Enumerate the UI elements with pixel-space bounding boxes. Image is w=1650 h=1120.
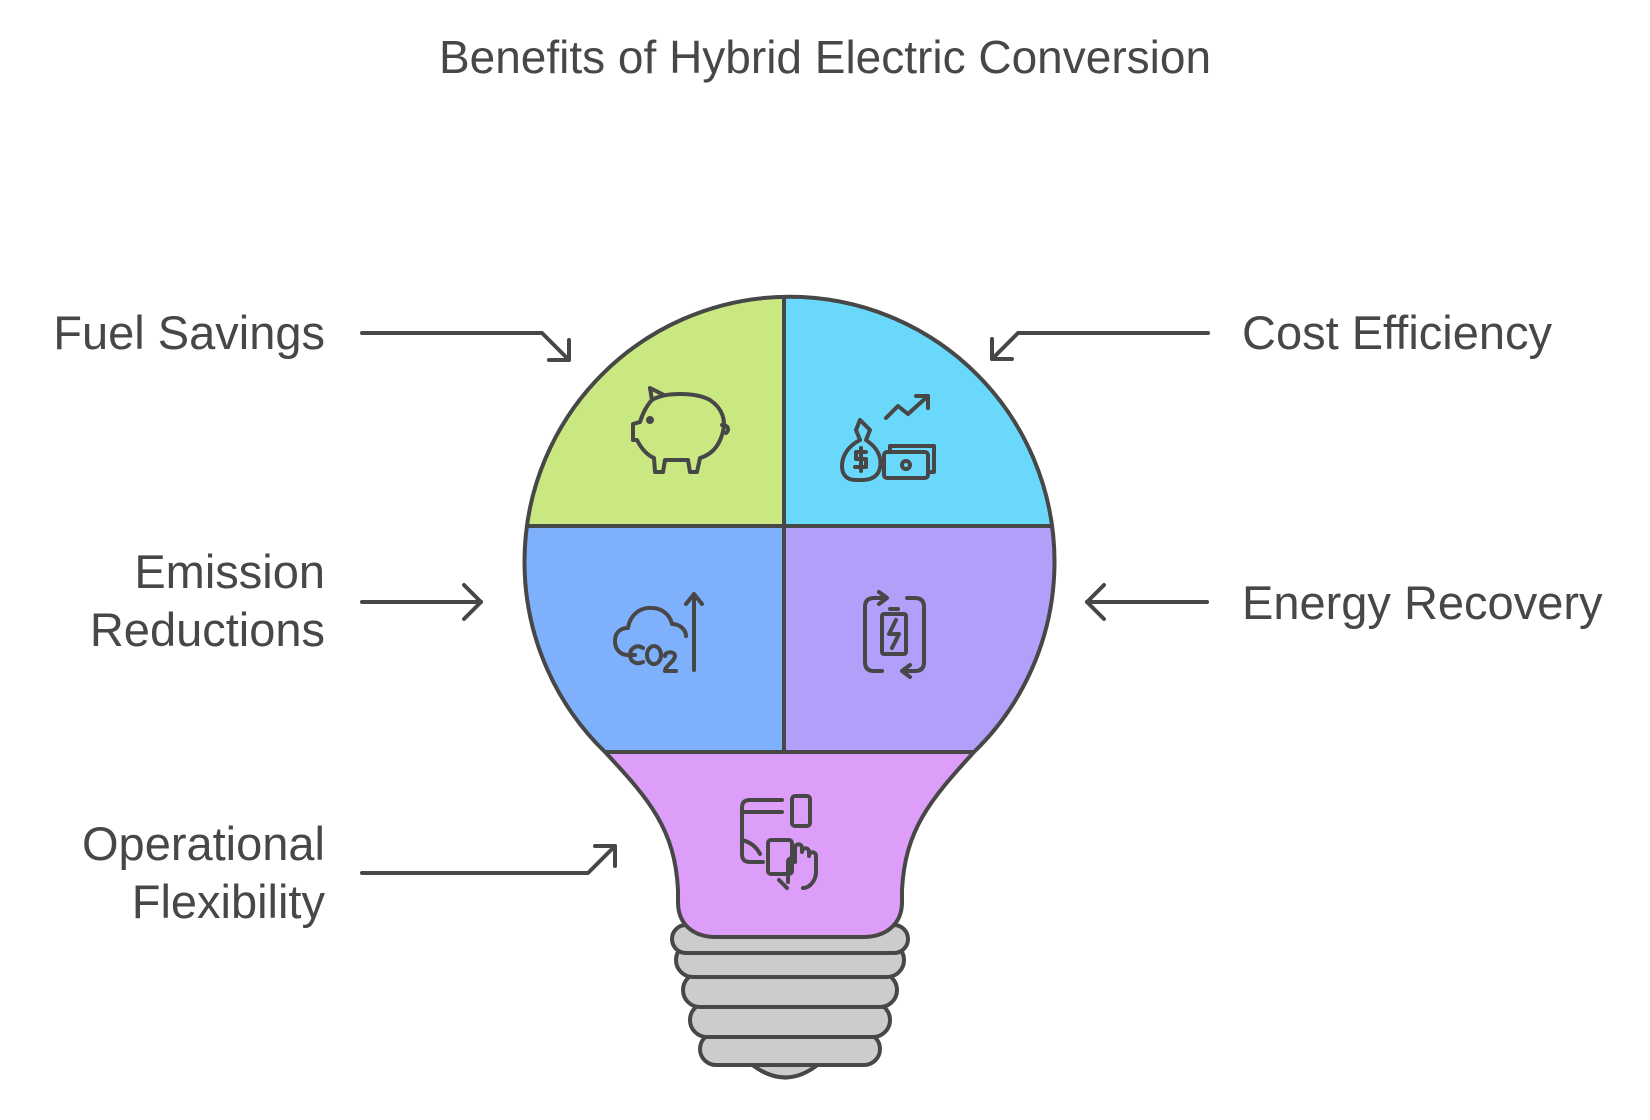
label-energy-recovery: Energy Recovery — [1242, 576, 1603, 629]
diagram-title: Benefits of Hybrid Electric Conversion — [438, 31, 1212, 83]
segment-fuel-savings — [524, 296, 785, 526]
bulb-outline — [522, 294, 1057, 939]
label-cost-efficiency: Cost Efficiency — [1242, 306, 1552, 359]
segment-emission-reductions — [524, 526, 785, 752]
battery-recharge-icon — [863, 590, 926, 679]
label-emission-reductions: Emission Reductions — [89, 545, 325, 656]
devices-touch-icon — [740, 794, 818, 890]
label-fuel-savings: Fuel Savings — [53, 306, 325, 359]
piggy-bank-icon — [631, 386, 731, 474]
arrow-fuel-savings — [360, 331, 571, 362]
bulb-base — [670, 923, 910, 1080]
arrow-cost-efficiency — [990, 331, 1210, 361]
segment-energy-recovery — [785, 526, 1055, 752]
co2-reduction-icon — [613, 592, 704, 673]
arrow-energy-recovery — [1085, 583, 1209, 621]
arrow-emission-reductions — [360, 583, 483, 621]
arrow-operational-flexibility — [360, 844, 617, 875]
money-growth-icon — [840, 394, 936, 482]
label-operational-flexibility: Operational Flexibility — [82, 817, 325, 928]
segment-cost-efficiency — [785, 296, 1055, 526]
